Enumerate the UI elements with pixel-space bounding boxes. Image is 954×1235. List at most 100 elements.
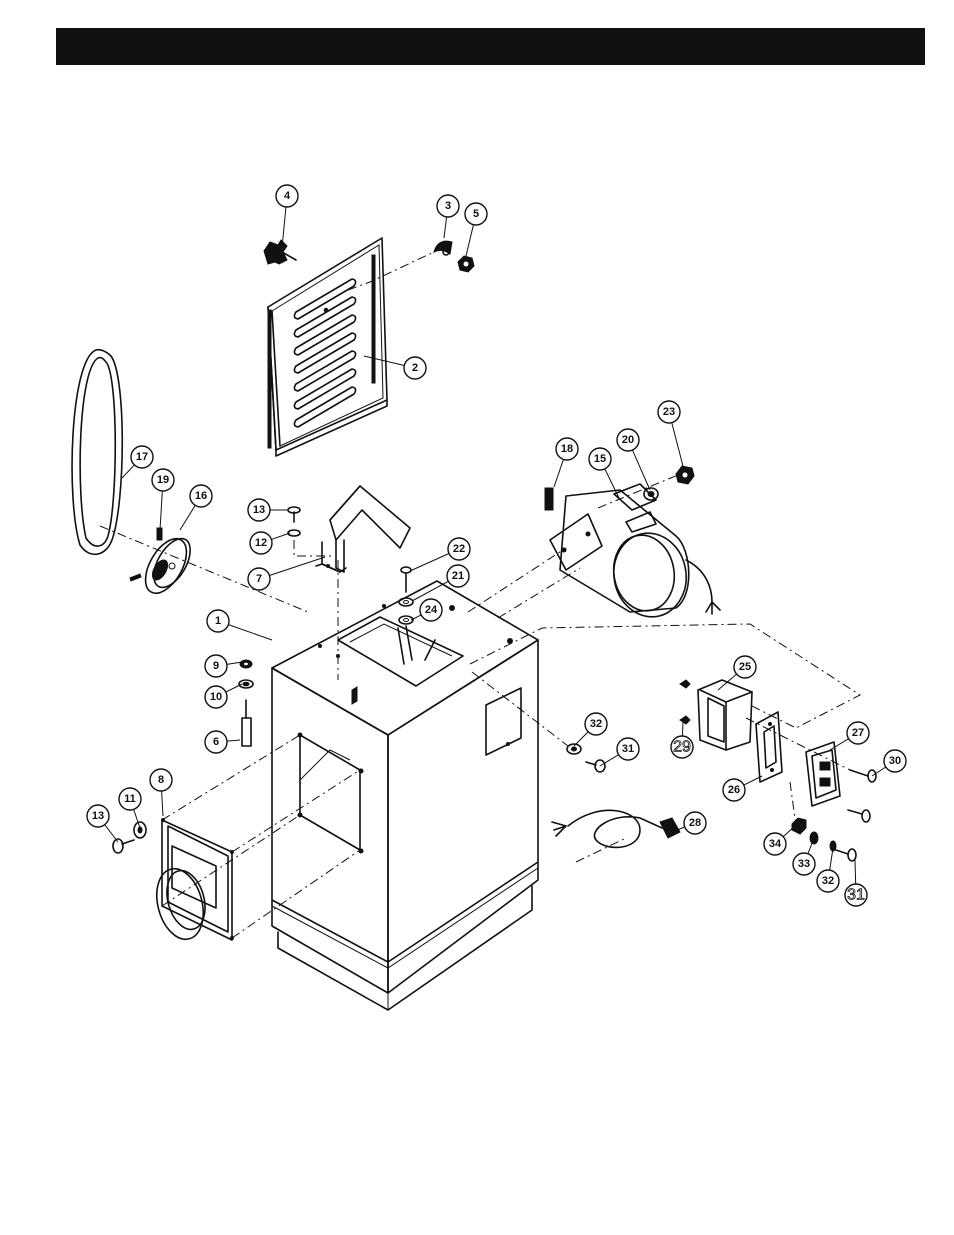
callout-1: 1: [207, 610, 272, 640]
screw-icon: [836, 849, 856, 861]
callout-leader-line: [180, 505, 195, 530]
callout-number: 30: [889, 755, 901, 767]
callout-number: 1: [215, 615, 221, 627]
callout-number: 22: [453, 543, 465, 555]
callout-number: 12: [255, 537, 267, 549]
callout-leader-line: [227, 740, 240, 741]
dust-port: [149, 819, 233, 945]
callout-leader-line: [830, 848, 833, 870]
screw-icon: [113, 839, 134, 853]
callout-leader-line: [105, 825, 118, 842]
callout-number: 8: [158, 774, 164, 786]
callout-leader-line: [282, 207, 286, 248]
switch-box: [698, 680, 752, 750]
callout-leader-line: [554, 459, 563, 487]
screw-icon: [586, 760, 605, 772]
callout-number: 25: [739, 661, 751, 673]
callout-number: 11: [124, 793, 136, 805]
screw-icon: [848, 770, 876, 822]
key-icon: [545, 488, 553, 510]
callout-8: 8: [150, 769, 172, 816]
nut-icon: [458, 256, 474, 272]
callout-leader-line: [466, 225, 473, 256]
callout-31: 31: [600, 738, 639, 766]
v-belt: [72, 350, 122, 555]
callout-number: 17: [136, 451, 148, 463]
callout-number: 31: [622, 743, 634, 755]
callout-9: 9: [205, 655, 242, 677]
callout-number: 10: [210, 691, 222, 703]
callout-25: 25: [718, 656, 756, 690]
callout-number: 33: [798, 858, 810, 870]
washer-icon: [134, 822, 146, 838]
callout-number: 28: [689, 817, 701, 829]
callout-16: 16: [180, 485, 212, 530]
callout-leader-line: [271, 533, 290, 539]
door-louvers: [294, 279, 355, 427]
washer-icon: [399, 598, 413, 606]
callout-7: 7: [248, 557, 325, 590]
callout-number: 15: [594, 453, 606, 465]
callout-number: 9: [213, 660, 219, 672]
pulley: [137, 532, 197, 600]
callout-leader-line: [122, 465, 134, 478]
callout-leader-line: [228, 625, 272, 640]
callout-leader-line: [410, 554, 449, 571]
callout-34: 34: [764, 826, 795, 855]
motor: [550, 484, 720, 623]
callout-3: 3: [437, 195, 459, 238]
bolt-icon: [401, 567, 411, 592]
callout-number: 21: [452, 570, 464, 582]
motor-cover-bracket: [316, 486, 410, 572]
callout-26: 26: [723, 776, 762, 801]
callout-number: 31: [847, 887, 865, 904]
switch-plate: [756, 712, 782, 782]
callout-number: 19: [157, 474, 169, 486]
callout-number: 32: [822, 875, 834, 887]
callout-10: 10: [205, 684, 242, 708]
callout-33: 33: [793, 838, 815, 875]
screw-icon: [288, 507, 300, 522]
callout-32: 32: [574, 713, 607, 746]
callout-13: 13: [248, 499, 288, 521]
callout-number: 26: [728, 784, 740, 796]
callout-number: 5: [473, 208, 479, 220]
callout-leader-line: [226, 684, 242, 692]
callout-number: 7: [256, 573, 262, 585]
screw-icon: [680, 680, 690, 724]
callout-leader-line: [830, 739, 849, 750]
switch: [806, 742, 840, 806]
callout-leader-line: [672, 423, 684, 470]
callout-leader-line: [855, 860, 856, 884]
callout-number: 6: [213, 736, 219, 748]
callout-4: 4: [276, 185, 298, 248]
callout-leader-line: [162, 791, 163, 816]
nut-icon: [792, 818, 806, 834]
cabinet-base: [272, 581, 538, 1010]
callout-number: 18: [561, 443, 573, 455]
callout-5: 5: [465, 203, 487, 256]
callout-29: 29: [671, 722, 693, 758]
callout-leader-line: [574, 732, 588, 746]
callout-11: 11: [119, 788, 141, 828]
callout-23: 23: [658, 401, 684, 470]
callout-18: 18: [554, 438, 578, 487]
pin-icon: [242, 700, 251, 746]
callout-32: 32: [817, 848, 839, 892]
callout-19: 19: [152, 469, 174, 530]
callout-number: 29: [673, 739, 691, 756]
callout-number: 16: [195, 490, 207, 502]
callout-number: 23: [663, 406, 675, 418]
access-door-panel: [268, 238, 387, 456]
nut-icon: [676, 466, 694, 484]
callout-leader-line: [444, 217, 447, 238]
callout-number: 24: [425, 604, 438, 616]
callout-31: 31: [845, 860, 867, 906]
callout-24: 24: [411, 599, 442, 621]
callout-number: 3: [445, 200, 451, 212]
strain-relief-icon: [240, 660, 252, 668]
callout-leader-line: [718, 674, 737, 690]
callout-number: 4: [284, 190, 291, 202]
callout-leader-line: [783, 826, 795, 837]
